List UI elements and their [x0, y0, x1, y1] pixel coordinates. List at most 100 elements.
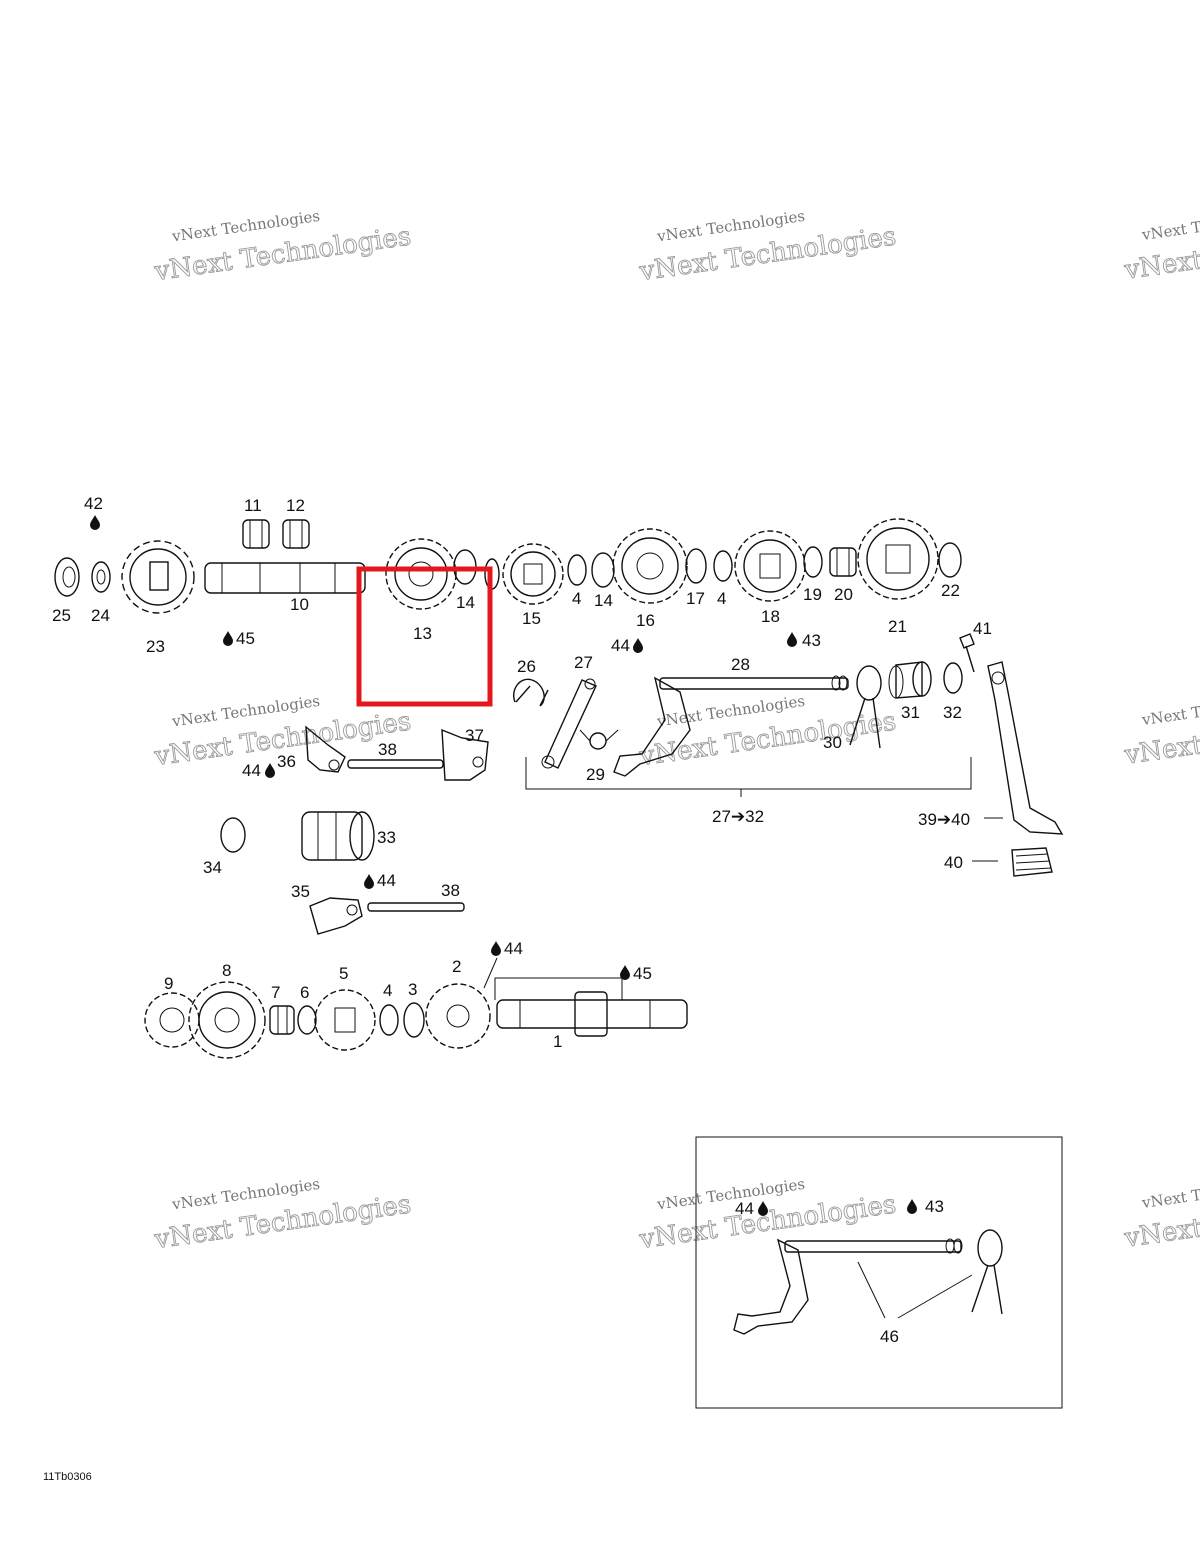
part-12-needle-bearing[interactable] [282, 519, 310, 549]
part-38-fork-rod[interactable] [367, 902, 465, 912]
part-27-shift-lever[interactable] [541, 678, 597, 769]
part-14-circlip[interactable] [591, 552, 615, 588]
part-8-gear[interactable] [188, 981, 266, 1059]
label-27: 27 [574, 653, 593, 672]
part-4-thrust-washer[interactable] [567, 554, 587, 586]
label-29: 29 [586, 765, 605, 784]
part-32-washer[interactable] [943, 662, 963, 694]
label-19: 19 [803, 585, 822, 604]
label-44: 44 [242, 761, 261, 780]
lubricant-drop-icon [223, 631, 233, 646]
part-39-shift-pedal[interactable] [987, 661, 1064, 835]
label-31: 31 [901, 703, 920, 722]
label-43: 43 [802, 631, 821, 650]
part-3-circlip[interactable] [403, 1002, 425, 1038]
part-26-spring[interactable] [513, 678, 549, 707]
watermark-text: vNext Technologies [1140, 1173, 1200, 1212]
part-35-shift-fork[interactable] [309, 897, 363, 935]
lubricant-drop-icon [620, 965, 630, 980]
label-11: 11 [244, 496, 262, 515]
part-16-gear[interactable] [612, 528, 688, 604]
part-9-gear[interactable] [144, 992, 200, 1048]
part-18-gear[interactable] [734, 530, 806, 602]
part-29-spring[interactable] [579, 729, 619, 750]
label-20: 20 [834, 585, 853, 604]
label-2: 2 [452, 957, 461, 976]
lubricant-drop-icon [491, 941, 501, 956]
label-39-40: 39➔40 [918, 810, 970, 829]
label-10: 10 [290, 595, 309, 614]
label-9: 9 [164, 974, 173, 993]
leader-line [483, 957, 498, 989]
part-36-shift-fork[interactable] [305, 725, 346, 773]
lubricant-drop-icon [907, 1199, 917, 1214]
part-4-thrust-washer[interactable] [379, 1004, 399, 1036]
part-25-seal[interactable] [54, 557, 80, 597]
part-31-bushing[interactable] [888, 661, 932, 699]
part-24-washer[interactable] [91, 561, 111, 593]
label-30: 30 [823, 733, 842, 752]
label-38: 38 [378, 740, 397, 759]
part-6-washer[interactable] [297, 1005, 317, 1035]
bracket-27-32 [525, 757, 972, 797]
label-4: 4 [572, 589, 581, 608]
part-34-washer[interactable] [220, 817, 246, 853]
watermark: vNext Technologies vNext Technologies [152, 1175, 414, 1256]
part-7-needle-bearing[interactable] [269, 1005, 295, 1035]
label-46: 46 [880, 1327, 899, 1346]
label-13: 13 [413, 624, 432, 643]
part-20-needle-bearing[interactable] [829, 547, 857, 577]
part-40-pedal-rubber[interactable] [1011, 847, 1053, 877]
part-33-shift-drum[interactable] [301, 811, 375, 861]
inset-box [695, 1136, 1063, 1409]
label-43: 43 [925, 1197, 944, 1216]
part-38-fork-rod[interactable] [347, 759, 444, 769]
label-44: 44 [735, 1199, 754, 1218]
label-28: 28 [731, 655, 750, 674]
part-10-secondary-shaft[interactable] [204, 562, 366, 594]
part-1-main-shaft[interactable] [496, 991, 688, 1037]
bracket-45-lube [494, 977, 623, 1000]
part-23-sprocket[interactable] [121, 540, 195, 614]
label-18: 18 [761, 607, 780, 626]
part-labels: 42 25 24 23 45 10 11 12 13 14 15 4 14 16… [43, 494, 992, 1483]
part-28-shift-shaft[interactable] [613, 675, 849, 777]
lubricant-drop-icon [787, 632, 797, 647]
part-2-gear[interactable] [425, 983, 491, 1049]
label-23: 23 [146, 637, 165, 656]
label-22: 22 [941, 581, 960, 600]
label-34: 34 [203, 858, 222, 877]
watermark: vNext Technologies vNext Technologies [1121, 1173, 1200, 1254]
label-14: 14 [456, 593, 475, 612]
part-19-washer[interactable] [803, 546, 823, 578]
watermark: vNext Technologies vNext Technologies [637, 692, 899, 773]
watermark-text: vNext Technologies [1140, 690, 1200, 729]
part-5-gear[interactable] [314, 989, 376, 1051]
lubricant-drop-icon [265, 763, 275, 778]
part-15-gear[interactable] [502, 543, 564, 605]
lubricant-drop-icon [633, 638, 643, 653]
part-4-thrust-washer[interactable] [713, 550, 733, 582]
label-38: 38 [441, 881, 460, 900]
label-42: 42 [84, 494, 103, 513]
label-45: 45 [236, 629, 255, 648]
label-17: 17 [686, 589, 705, 608]
lubricant-drop-icon [364, 874, 374, 889]
label-4: 4 [717, 589, 726, 608]
diagram-code: 11Tb0306 [43, 1471, 92, 1483]
label-44: 44 [611, 636, 630, 655]
part-17-circlip[interactable] [685, 548, 707, 584]
highlight-box [356, 566, 493, 707]
part-41-screw[interactable] [959, 633, 975, 673]
part-13-gear[interactable] [385, 538, 457, 610]
part-46-shift-shaft-assembly[interactable] [733, 1229, 1003, 1335]
label-33: 33 [377, 828, 396, 847]
label-40: 40 [944, 853, 963, 872]
part-37-shift-fork[interactable] [441, 728, 489, 781]
part-30-return-spring[interactable] [849, 665, 882, 749]
part-11-needle-bearing[interactable] [242, 519, 270, 549]
part-21-gear[interactable] [857, 518, 939, 600]
label-6: 6 [300, 983, 309, 1002]
part-22-washer[interactable] [938, 542, 962, 578]
